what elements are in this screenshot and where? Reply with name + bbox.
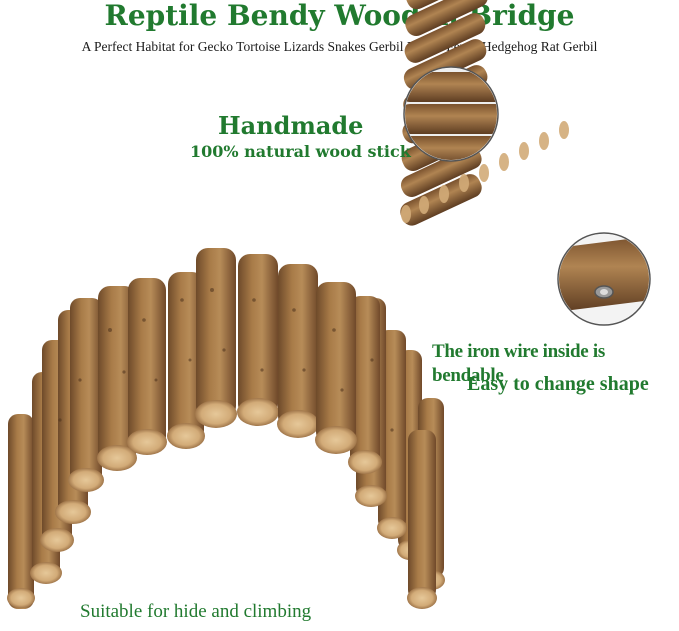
- handmade-heading: Handmade: [218, 111, 364, 140]
- product-title: Reptile Bendy Wooden Bridge: [104, 0, 575, 32]
- natural-wood-text: 100% natural wood stick: [190, 142, 411, 161]
- iron-wire-closeup-circle: [557, 232, 651, 326]
- usage-caption: Suitable for hide and climbing: [80, 601, 312, 622]
- iron-wire-text: The iron wire inside is bendable: [432, 341, 605, 386]
- easy-shape-text: Easy to change shape: [467, 373, 649, 395]
- arched-bridge-image: [7, 248, 445, 609]
